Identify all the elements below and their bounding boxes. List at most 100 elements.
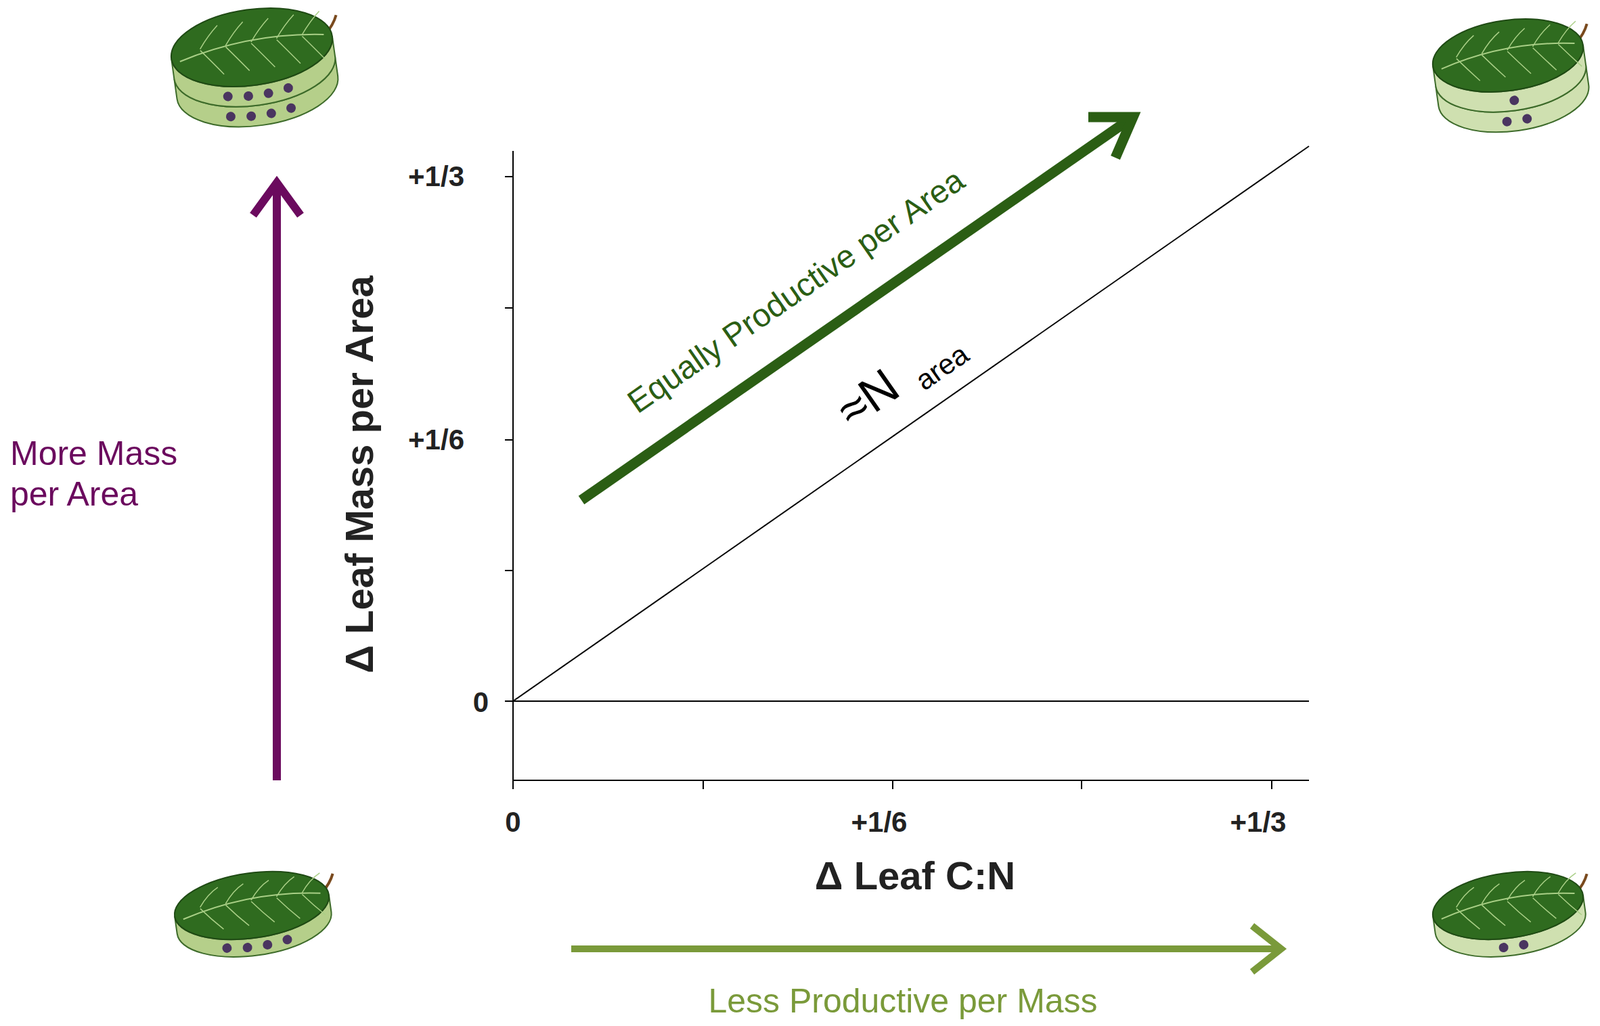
arrow-shaft — [571, 945, 1281, 953]
leaf-vein — [251, 898, 275, 926]
leaf-top — [165, 0, 338, 97]
mass-arrow — [253, 182, 301, 781]
leaf-vein — [1507, 898, 1531, 926]
chloroplast-dot — [245, 110, 257, 122]
leaf-vein — [251, 40, 275, 70]
leaf-icon — [169, 861, 343, 966]
leaf-vein — [200, 47, 225, 77]
leaf-vein — [299, 10, 323, 35]
chloroplast-dot — [261, 939, 273, 951]
chloroplast-dot — [1521, 113, 1533, 125]
leaf-vein — [273, 14, 297, 39]
leaf-vein — [1530, 24, 1554, 47]
chloroplast-dot — [263, 87, 275, 99]
leaf-vein — [1504, 880, 1527, 901]
leaf-top — [1428, 862, 1588, 949]
leaf-top — [1428, 10, 1588, 101]
leaf-vein — [1507, 48, 1531, 77]
leaf-vein — [1504, 28, 1528, 51]
arrow-shaft — [272, 182, 281, 781]
zero-line — [513, 700, 1309, 702]
y-axis — [512, 150, 514, 781]
chloroplast-dot — [222, 91, 234, 103]
y-tick-label: +1/6 — [408, 423, 465, 457]
leaf-vein — [226, 43, 250, 74]
x-tick — [1080, 780, 1083, 790]
leaf-vein — [1456, 55, 1481, 84]
chloroplast-dot — [1501, 116, 1513, 128]
leaf-vein — [276, 895, 301, 922]
x-tick — [892, 780, 894, 790]
leaf-vein — [1530, 876, 1553, 897]
chloroplast-dot — [1508, 94, 1520, 106]
chloroplast-dot — [225, 110, 237, 122]
arrow-head — [253, 182, 301, 216]
arrow-label: Less Productive per Mass — [707, 982, 1098, 1020]
leaf-vein — [248, 880, 271, 901]
leaf-vein — [1453, 887, 1477, 908]
leaf-vein — [196, 25, 220, 50]
leaf-icon — [165, 0, 350, 137]
chloroplast-dot — [282, 82, 294, 94]
leaf-vein — [248, 18, 272, 42]
arrow-shaft — [581, 119, 1129, 501]
leaf-vein — [1482, 902, 1506, 929]
arrow-head — [1088, 117, 1133, 158]
leaf-icons — [165, 0, 1600, 966]
x-tick — [512, 780, 514, 790]
leaf-vein — [299, 873, 323, 894]
leaf-top — [169, 862, 333, 949]
line-label: ≈N — [825, 356, 910, 440]
line-label-subscript: area — [908, 337, 976, 398]
leaf-midrib — [1439, 888, 1575, 920]
leaf-vein — [276, 37, 301, 67]
leaf-vein — [1482, 52, 1506, 80]
chloroplast-dot — [265, 108, 277, 120]
chloroplast-dot — [1498, 942, 1510, 953]
leaf-vein — [301, 33, 326, 63]
leaf-midrib — [178, 29, 325, 62]
leaf-vein — [274, 876, 297, 897]
leaf-midrib — [1439, 38, 1575, 70]
productive-arrow — [571, 925, 1282, 972]
chloroplast-dot — [242, 942, 254, 953]
leaf-icon — [1428, 9, 1600, 142]
x-tick-label: 0 — [504, 805, 521, 840]
chloroplast-dot — [221, 942, 233, 954]
narea-diagonal — [513, 146, 1309, 702]
leaf-vein — [197, 887, 220, 908]
leaf-vein — [1555, 20, 1579, 43]
leaf-vein — [226, 902, 250, 929]
x-tick-label: +1/6 — [851, 805, 908, 840]
leaf-vein — [1556, 873, 1579, 894]
chloroplast-dot — [282, 934, 294, 945]
leaf-vein — [1453, 35, 1477, 57]
x-tick — [702, 780, 704, 790]
leaf-vein — [301, 891, 326, 918]
y-tick-label: +1/3 — [408, 159, 465, 194]
y-axis-title: Δ Leaf Mass per Area — [335, 275, 384, 674]
y-tick — [504, 569, 514, 572]
chloroplast-dot — [1518, 939, 1529, 951]
leaf-vein — [1456, 905, 1481, 932]
x-axis-title: Δ Leaf C:N — [814, 852, 1016, 900]
leaf-vein — [1478, 31, 1502, 54]
arrow-head — [1252, 925, 1282, 972]
leaf-vein — [1558, 891, 1582, 918]
y-tick — [504, 175, 514, 178]
x-tick-label: +1/3 — [1230, 805, 1287, 840]
chloroplast-dot — [285, 102, 297, 114]
arrow-label: More Mass per Area — [10, 433, 214, 515]
leaf-vein — [200, 905, 225, 932]
leaf-vein — [1479, 883, 1502, 905]
chloroplast-dot — [242, 90, 254, 102]
y-tick — [504, 307, 514, 309]
y-tick — [504, 700, 514, 702]
x-tick — [1271, 780, 1273, 790]
y-tick-label: 0 — [473, 685, 489, 720]
equal-area-arrow — [581, 117, 1133, 501]
leaf-vein — [1558, 41, 1582, 70]
leaf-vein — [1532, 895, 1557, 922]
